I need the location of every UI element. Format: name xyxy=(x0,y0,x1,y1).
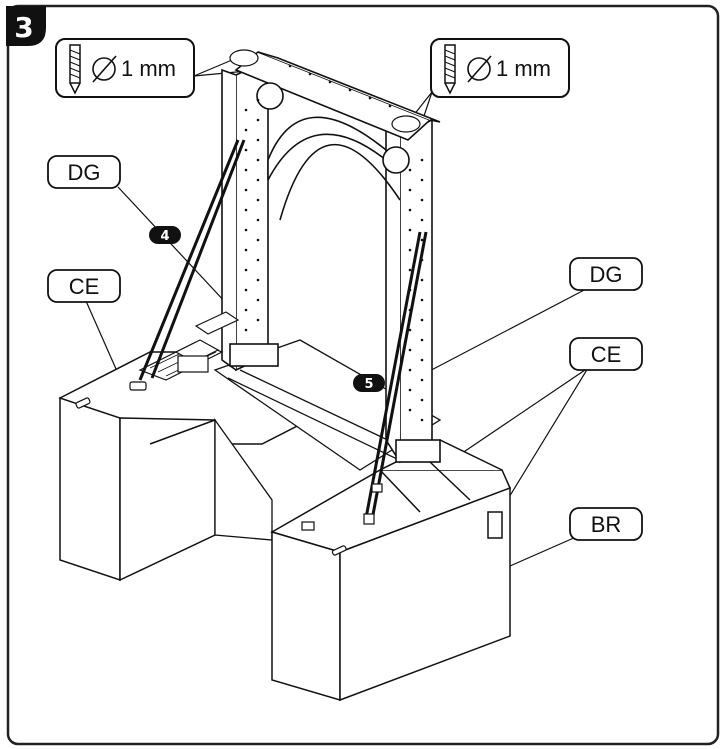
drill-callout-right: 1 mm xyxy=(430,38,570,98)
diameter-icon xyxy=(92,55,117,83)
drill-bit-icon xyxy=(69,44,81,95)
drill-callout-left: 1 mm xyxy=(55,38,195,98)
label-dg-left: DG xyxy=(47,155,121,189)
diameter-icon xyxy=(467,55,492,83)
guy-wire-left xyxy=(138,139,246,381)
label-text: BR xyxy=(591,512,622,537)
label-br: BR xyxy=(569,507,643,541)
label-text: CE xyxy=(591,342,622,367)
drill-size-label: 1 mm xyxy=(121,56,176,81)
label-text: CE xyxy=(69,274,100,299)
label-ce-left: CE xyxy=(47,269,121,303)
step-badge: 3 xyxy=(6,6,46,46)
fittings xyxy=(75,49,421,556)
step-marker-text: 5 xyxy=(364,377,373,392)
drill-bit-icon xyxy=(444,44,456,95)
label-dg-right: DG xyxy=(569,257,643,291)
guy-wire-right xyxy=(364,231,428,521)
label-ce-right: CE xyxy=(569,337,643,371)
base-block-right xyxy=(270,439,512,702)
step-number: 3 xyxy=(14,11,33,44)
diagram-frame xyxy=(6,4,720,746)
base-block-left xyxy=(58,351,354,582)
label-text: DG xyxy=(68,160,101,185)
step-marker-4: 4 xyxy=(149,226,181,244)
drill-size-label: 1 mm xyxy=(496,56,551,81)
step-marker-text: 4 xyxy=(160,229,169,244)
step-marker-5: 5 xyxy=(353,374,385,392)
label-text: DG xyxy=(590,262,623,287)
